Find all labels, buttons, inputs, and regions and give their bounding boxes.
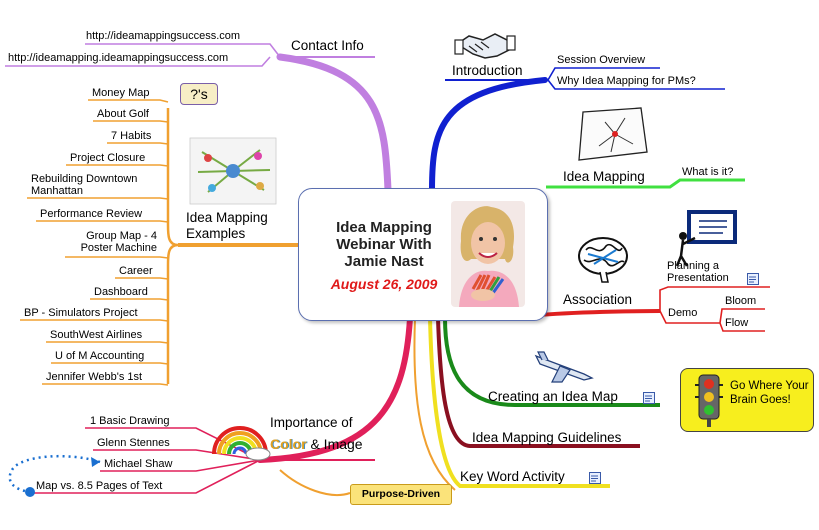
branch-idea-mapping: [546, 178, 745, 189]
central-title: Idea Mapping Webinar With Jamie Nast: [336, 219, 432, 270]
introduction-item[interactable]: Session Overview: [557, 54, 646, 66]
branch-examples-spine: [166, 108, 179, 384]
association-label[interactable]: Association: [563, 292, 633, 307]
contact-link-1[interactable]: http://ideamappingsuccess.com: [86, 30, 241, 42]
idea-mapping-item[interactable]: What is it?: [682, 166, 734, 178]
branch-keyword: [428, 317, 610, 488]
mindmap-sketch-icon: [578, 107, 648, 161]
example-item[interactable]: Performance Review: [40, 208, 143, 220]
branch-association-sub: [659, 286, 770, 332]
color-item[interactable]: Michael Shaw: [104, 458, 173, 470]
demo-item[interactable]: Bloom: [725, 295, 757, 307]
color-leaf-lines: [32, 427, 261, 494]
presenter-photo: [451, 201, 525, 307]
example-item[interactable]: Group Map - 4 Poster Machine: [80, 230, 157, 254]
branch-introduction-sub: [547, 67, 725, 90]
keyword-label[interactable]: Key Word Activity: [460, 469, 565, 484]
example-item[interactable]: 7 Habits: [111, 130, 152, 142]
example-thumbnail-icon: [189, 137, 277, 205]
purpose-connector: [279, 317, 456, 496]
color-item[interactable]: Glenn Stennes: [97, 437, 170, 449]
note-icon[interactable]: [589, 471, 601, 484]
color-branch-label-pre[interactable]: Importance of: [270, 415, 353, 430]
introduction-item[interactable]: Why Idea Mapping for PMs?: [557, 75, 696, 87]
idea-mapping-label[interactable]: Idea Mapping: [563, 169, 645, 184]
example-item[interactable]: Dashboard: [94, 286, 148, 298]
demo-item[interactable]: Flow: [725, 317, 749, 329]
creating-label[interactable]: Creating an Idea Map: [488, 389, 618, 404]
example-item[interactable]: Jennifer Webb's 1st: [46, 371, 143, 383]
color-branch-label-post: & Image: [310, 436, 363, 452]
association-item-planning[interactable]: Planning a Presentation: [667, 260, 729, 284]
central-topic[interactable]: Idea Mapping Webinar With Jamie Nast Aug…: [298, 188, 548, 321]
dotted-arrow-start: [25, 487, 35, 497]
color-word: Color: [270, 436, 307, 452]
purpose-driven-badge[interactable]: Purpose-Driven: [350, 484, 452, 505]
central-date: August 26, 2009: [330, 276, 438, 292]
branch-guidelines: [436, 317, 640, 448]
example-item[interactable]: BP - Simulators Project: [24, 307, 138, 319]
association-item-demo[interactable]: Demo: [668, 307, 698, 319]
presentation-icon: [675, 210, 737, 267]
example-item[interactable]: Career: [119, 265, 153, 277]
color-branch-label[interactable]: Color & Image: [270, 436, 363, 452]
handshake-icon: [454, 33, 516, 59]
branch-contact-sub: [5, 43, 281, 67]
questions-badge[interactable]: ?'s: [180, 83, 218, 105]
brain-icon: [578, 237, 628, 283]
example-item[interactable]: About Golf: [97, 108, 149, 120]
example-item[interactable]: Rebuilding Downtown Manhattan: [31, 173, 138, 197]
branch-color: [257, 315, 413, 463]
example-item[interactable]: SouthWest Airlines: [50, 329, 143, 341]
examples-label[interactable]: Idea Mapping Examples: [186, 210, 268, 241]
contact-link-2[interactable]: http://ideamapping.ideamappingsuccess.co…: [8, 52, 229, 64]
branch-introduction: [429, 77, 548, 193]
color-item[interactable]: Map vs. 8.5 Pages of Text: [36, 480, 163, 492]
guidelines-label[interactable]: Idea Mapping Guidelines: [472, 430, 622, 445]
branch-creating: [443, 317, 660, 407]
examples-leaf-lines: [20, 99, 169, 386]
traffic-light-icon: [695, 374, 723, 427]
goal-text: Go Where Your Brain Goes!: [730, 380, 809, 406]
color-item[interactable]: 1 Basic Drawing: [90, 415, 170, 427]
contact-info-label[interactable]: Contact Info: [291, 38, 364, 53]
rainbow-icon: [212, 426, 271, 461]
branch-contact-info: [276, 53, 392, 194]
example-item[interactable]: U of M Accounting: [55, 350, 145, 362]
note-icon[interactable]: [747, 272, 759, 285]
note-icon[interactable]: [643, 391, 655, 404]
goal-callout[interactable]: Go Where Your Brain Goes!: [680, 368, 814, 432]
example-item[interactable]: Project Closure: [70, 152, 146, 164]
dotted-arrow-head: [91, 457, 100, 467]
introduction-label[interactable]: Introduction: [452, 63, 523, 78]
airplane-icon: [534, 351, 594, 383]
example-item[interactable]: Money Map: [92, 87, 150, 99]
